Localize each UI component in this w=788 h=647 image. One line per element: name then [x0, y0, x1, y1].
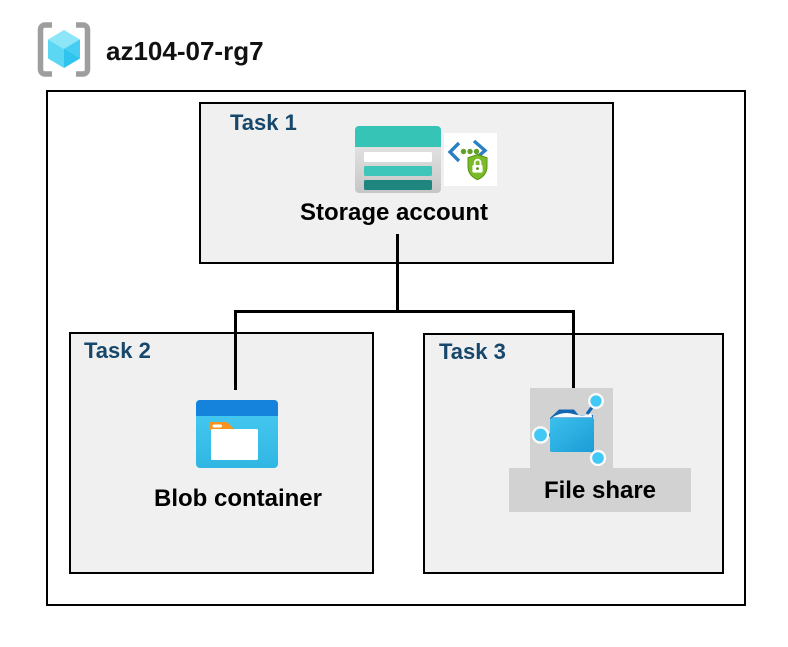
file-share-icon [532, 392, 607, 466]
resource-group-name: az104-07-rg7 [106, 36, 264, 66]
connector-to-fileshare [572, 310, 575, 388]
task3-label: Task 3 [439, 339, 506, 364]
task1-label: Task 1 [230, 110, 297, 135]
resource-group-icon [37, 22, 91, 77]
blob-container-icon [196, 400, 278, 468]
storage-account-icon [355, 126, 441, 193]
connector-to-blob [234, 310, 237, 390]
blob-container-label: Blob container [153, 485, 322, 512]
file-share-label: File share [543, 477, 657, 504]
connector-storage-stem [396, 234, 399, 312]
storage-account-label: Storage account [299, 199, 489, 226]
task2-label: Task 2 [84, 338, 151, 363]
connector-horizontal [234, 310, 575, 313]
file-share-label-highlight [509, 468, 691, 512]
code-lock-icon [444, 133, 497, 186]
